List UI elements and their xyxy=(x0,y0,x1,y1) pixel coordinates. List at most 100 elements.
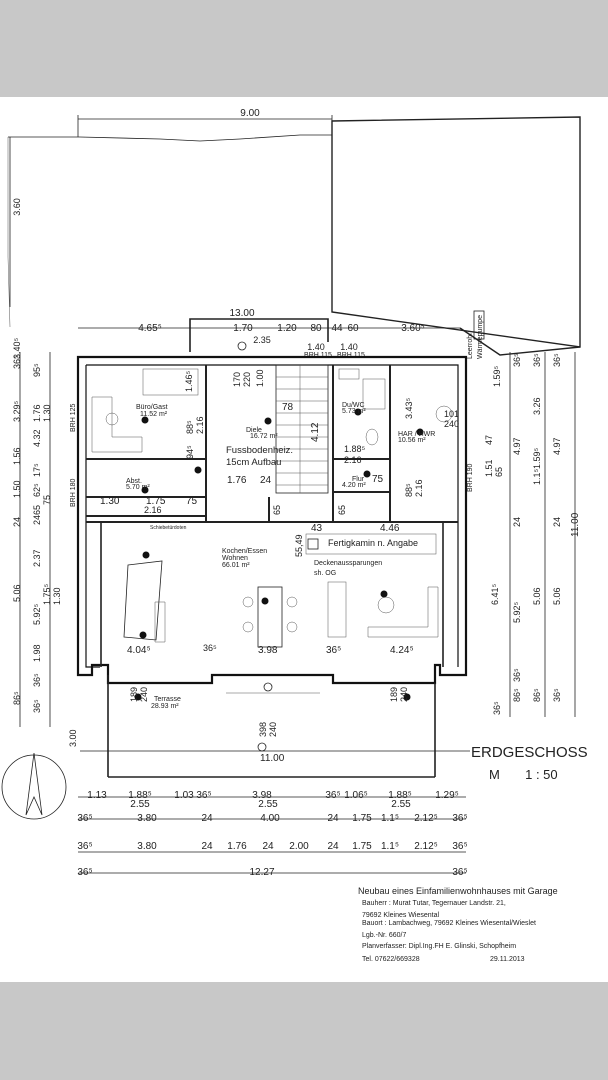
dimension-row-2: 4.65⁵ 1.70 1.20 80 44 60 3.60⁵ 2.35 1.40… xyxy=(78,323,460,359)
dim-3-60b: 3.60⁵ xyxy=(401,323,425,334)
room-buero: Büro/Gast xyxy=(136,404,168,411)
room-buero-area: 11.52 m² xyxy=(140,411,168,418)
dim-170: 170 xyxy=(232,372,242,387)
sketch-outline-left xyxy=(7,137,11,328)
dim-1-46: 1.46⁵ xyxy=(184,370,194,392)
bottom-dim-row3-6: 24 xyxy=(327,841,339,852)
light-fixtures xyxy=(134,408,424,701)
living-furniture xyxy=(305,533,439,638)
drawing-scale: M 1 : 50 xyxy=(489,767,558,782)
floor-plan-drawing: 9.00 3.60 13.00 4.65⁵ 1.70 1.20 80 44 60… xyxy=(1,108,588,963)
bottom-dim-row2-3: 4.00 xyxy=(260,813,280,824)
dim-right-36c: 36⁵ xyxy=(552,353,562,367)
garage-edge xyxy=(459,327,581,356)
dim-right-86b: 86⁵ xyxy=(532,688,542,702)
north-arrow-icon xyxy=(1,752,67,820)
terrace-outline xyxy=(107,675,436,778)
dim-right-5-06b: 5.06 xyxy=(552,587,562,605)
right-dimensions: 36⁵ 36⁵ 36⁵ 1.59⁵ 3.26 47 1.51 65 4.97 4… xyxy=(484,352,581,717)
dim-right-11-00: 11.00 xyxy=(570,512,581,537)
brh-label-top2: BRH 115 xyxy=(337,352,365,359)
project-date: 29.11.2013 xyxy=(490,956,525,963)
room-diele: Diele xyxy=(246,427,262,434)
bottom-dim-row3-3: 1.76 xyxy=(227,841,247,852)
room-hwr-area: 10.56 m² xyxy=(398,437,426,444)
brh-label-top1: BRH 115 xyxy=(304,352,332,359)
dim-left-5-92: 5.92⁵ xyxy=(32,603,42,625)
dim-left-75: 75 xyxy=(42,495,52,505)
dim-right-47: 47 xyxy=(484,435,494,445)
dim-left-3-40: 3.40⁵ xyxy=(12,337,22,359)
dim-4-12: 4.12 xyxy=(310,422,321,442)
sketch-outline-top xyxy=(8,134,332,142)
dim-55-49: 55,49 xyxy=(294,534,304,557)
bottom-dim-row2-7: 2.12⁵ xyxy=(414,813,438,824)
dim-1-76: 1.76 xyxy=(227,475,247,486)
room-labels: Büro/Gast 11.52 m² Diele 16.72 m² Fussbo… xyxy=(70,402,474,710)
dim-4-46: 4.46 xyxy=(380,523,400,534)
plan-sheet: 9.00 3.60 13.00 4.65⁵ 1.70 1.20 80 44 60… xyxy=(0,97,608,982)
dim-1-20: 1.20 xyxy=(277,323,297,334)
dim-left-86: 86⁵ xyxy=(12,691,22,705)
brh-left1: BRH 125 xyxy=(70,403,77,432)
dim-left-95: 95⁵ xyxy=(32,363,42,377)
dim-right-4-97b: 4.97 xyxy=(552,437,562,455)
dim-right-4-97a: 4.97 xyxy=(512,437,522,455)
heat-pump-unit xyxy=(473,310,485,340)
dim-75: 75 xyxy=(372,474,384,485)
inner-dimensions: 1.46⁵ 88⁵ 2.16 94⁵ 170 220 1.00 78 4.12 … xyxy=(68,369,470,764)
dim-right-5-06a: 5.06 xyxy=(532,587,542,605)
dim-65a: 65 xyxy=(272,505,282,515)
dim-left-1-75: 1.75⁵ xyxy=(42,583,52,605)
dim-right-36a: 36⁵ xyxy=(512,353,522,367)
room-wohnen-area: 66.01 m² xyxy=(222,562,250,569)
bottom-dim-row3-2: 24 xyxy=(201,841,213,852)
ceiling-note-2: sh. OG xyxy=(314,570,336,577)
project-author: Planverfasser: Dipl.Ing.FH E. Glinski, S… xyxy=(362,943,516,950)
dim-left-5-06: 5.06 xyxy=(12,584,22,602)
heating-note: Fussbodenheiz. xyxy=(226,445,293,456)
room-abst-area: 5.70 m² xyxy=(126,484,150,491)
dim-1-00: 1.00 xyxy=(255,369,265,387)
exterior-light-icon xyxy=(237,341,247,351)
dim-right-24b: 24 xyxy=(552,517,562,527)
bottom-dim-row3-1: 3.80 xyxy=(137,841,157,852)
bottom-dim-row3-10: 36⁵ xyxy=(452,841,467,852)
staircase xyxy=(275,364,329,494)
dim-left-1-30b: 1.30 xyxy=(52,587,62,605)
bottom-dim-row2-5: 1.75 xyxy=(352,813,372,824)
dim-240d: 240 xyxy=(268,722,278,737)
dim-43: 43 xyxy=(311,523,323,534)
dim-88a: 88⁵ xyxy=(185,420,195,434)
dim-65b: 65 xyxy=(337,505,347,515)
dim-right-36d: 36⁵ xyxy=(512,668,522,682)
room-flur: Flur xyxy=(352,476,365,483)
project-title: Neubau eines Einfamilienwohnhauses mit G… xyxy=(358,886,558,896)
room-abst: Abst. xyxy=(126,478,142,485)
dim-left-62: 62⁵ xyxy=(32,483,42,497)
bottom-dim-row2-4: 24 xyxy=(327,813,339,824)
dim-left-1-50: 1.50 xyxy=(12,480,22,498)
bottom-dim-row1-5: 36⁵ xyxy=(325,790,340,801)
dim-2-16a: 2.16 xyxy=(195,416,205,434)
dim-88b: 88⁵ xyxy=(404,483,414,497)
dim-bracket-13 xyxy=(189,318,329,352)
schiebe-label: Schiebetürdoten xyxy=(150,525,187,531)
room-terrasse: Terrasse xyxy=(154,696,181,703)
dim-right-1-59: 1.59⁵ xyxy=(492,365,502,387)
dim-right-36f: 36⁵ xyxy=(492,701,502,715)
bottom-dim-row2-1: 3.80 xyxy=(137,813,157,824)
dim-3-60: 3.60 xyxy=(12,198,22,216)
dim-left-1-76: 1.76 xyxy=(32,404,42,422)
bottom-dim-row3-8: 1.1⁵ xyxy=(381,841,399,852)
project-owner-city: 79692 Kleines Wiesental xyxy=(362,912,439,919)
garage-outline xyxy=(331,116,581,348)
dim-right-36b: 36⁵ xyxy=(532,353,542,367)
dim-left-36c: 36⁵ xyxy=(32,699,42,713)
heating-depth: 15cm Aufbau xyxy=(226,457,281,468)
dim-2-16d: 2.16 xyxy=(144,505,162,515)
dim-9-00: 9.00 xyxy=(240,108,260,119)
room-wohnen: Wohnen xyxy=(222,555,248,562)
dim-80: 80 xyxy=(310,323,322,334)
bathroom-fixtures xyxy=(338,368,453,446)
